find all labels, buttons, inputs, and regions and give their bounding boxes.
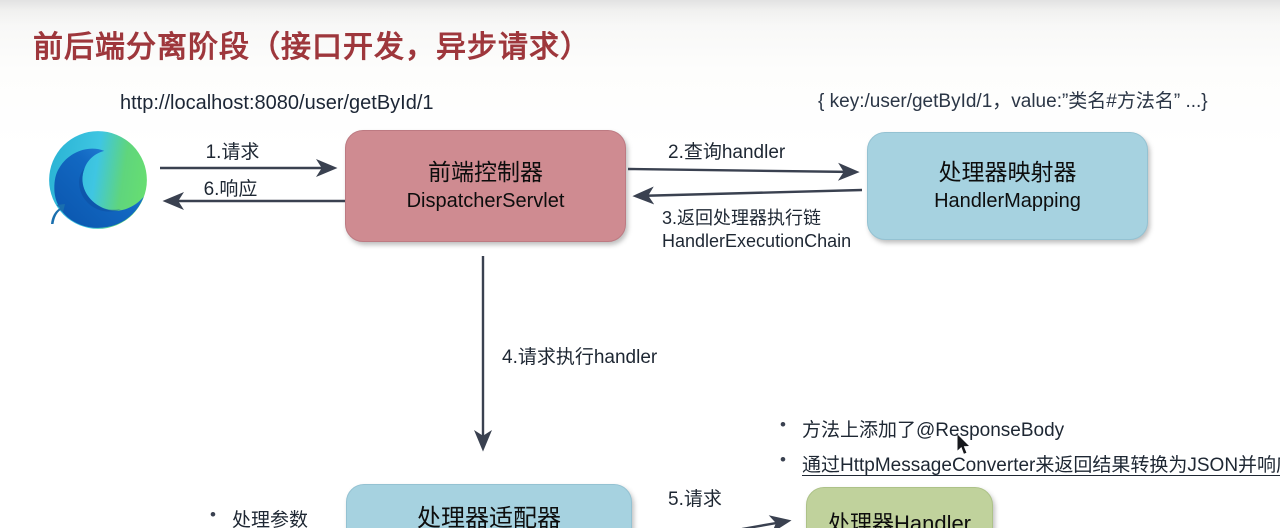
node-handler-adapter: 处理器适配器 xyxy=(346,484,632,528)
adapter-note-text: 处理参数 xyxy=(232,510,309,528)
arrow-step2-query-handler xyxy=(627,162,860,181)
mapping-registry-text: { key:/user/getById/1，value:”类名#方法名” ...… xyxy=(818,91,1208,112)
handler-note-text-2: 通过HttpMessageConverter来返回结果转换为JSON并响应 xyxy=(802,455,1280,476)
edge-label-step3-class: HandlerExecutionChain xyxy=(662,231,852,251)
node-dispatcher-servlet: 前端控制器 DispatcherServlet xyxy=(345,130,626,242)
bullet-icon: • xyxy=(210,505,216,524)
edge-label-step2: 2.查询handler xyxy=(668,142,786,163)
node-handler-mapping-title: 处理器映射器 xyxy=(938,159,1077,186)
edge-label-step3: 3.返回处理器执行链 xyxy=(662,208,822,228)
request-url-text: http://localhost:8080/user/getById/1 xyxy=(120,92,434,114)
edge-browser-icon xyxy=(46,128,150,232)
bullet-icon: • xyxy=(780,450,786,469)
page-title: 前后端分离阶段（接口开发，异步请求） xyxy=(33,31,591,64)
node-handler-adapter-title: 处理器适配器 xyxy=(417,505,561,528)
node-handler-title: 处理器Handler xyxy=(827,511,972,528)
node-handler-mapping-classname: HandlerMapping xyxy=(934,189,1081,212)
handler-note-item-1: • 方法上添加了@ResponseBody xyxy=(780,415,1064,442)
handler-note-text-1: 方法上添加了@ResponseBody xyxy=(802,420,1065,441)
edge-label-step4: 4.请求执行handler xyxy=(502,347,658,368)
edge-label-step1: 1.请求 xyxy=(205,142,260,163)
bullet-icon: • xyxy=(780,415,786,434)
node-dispatcher-title: 前端控制器 xyxy=(428,159,543,186)
node-handler-mapping: 处理器映射器 HandlerMapping xyxy=(867,132,1148,240)
edge-label-step6: 6.响应 xyxy=(203,179,258,200)
node-dispatcher-classname: DispatcherServlet xyxy=(406,189,565,212)
handler-note-item-2: • 通过HttpMessageConverter来返回结果转换为JSON并响应 xyxy=(780,450,1280,477)
pen-arrow-icon xyxy=(48,203,66,225)
mouse-pointer-icon xyxy=(956,434,971,455)
node-handler: 处理器Handler xyxy=(806,487,993,528)
arrow-step5-request xyxy=(741,515,792,528)
arrow-step3-return-chain xyxy=(632,186,863,205)
adapter-note-item: • 处理参数 xyxy=(210,505,308,528)
edge-label-step5: 5.请求 xyxy=(668,489,722,510)
